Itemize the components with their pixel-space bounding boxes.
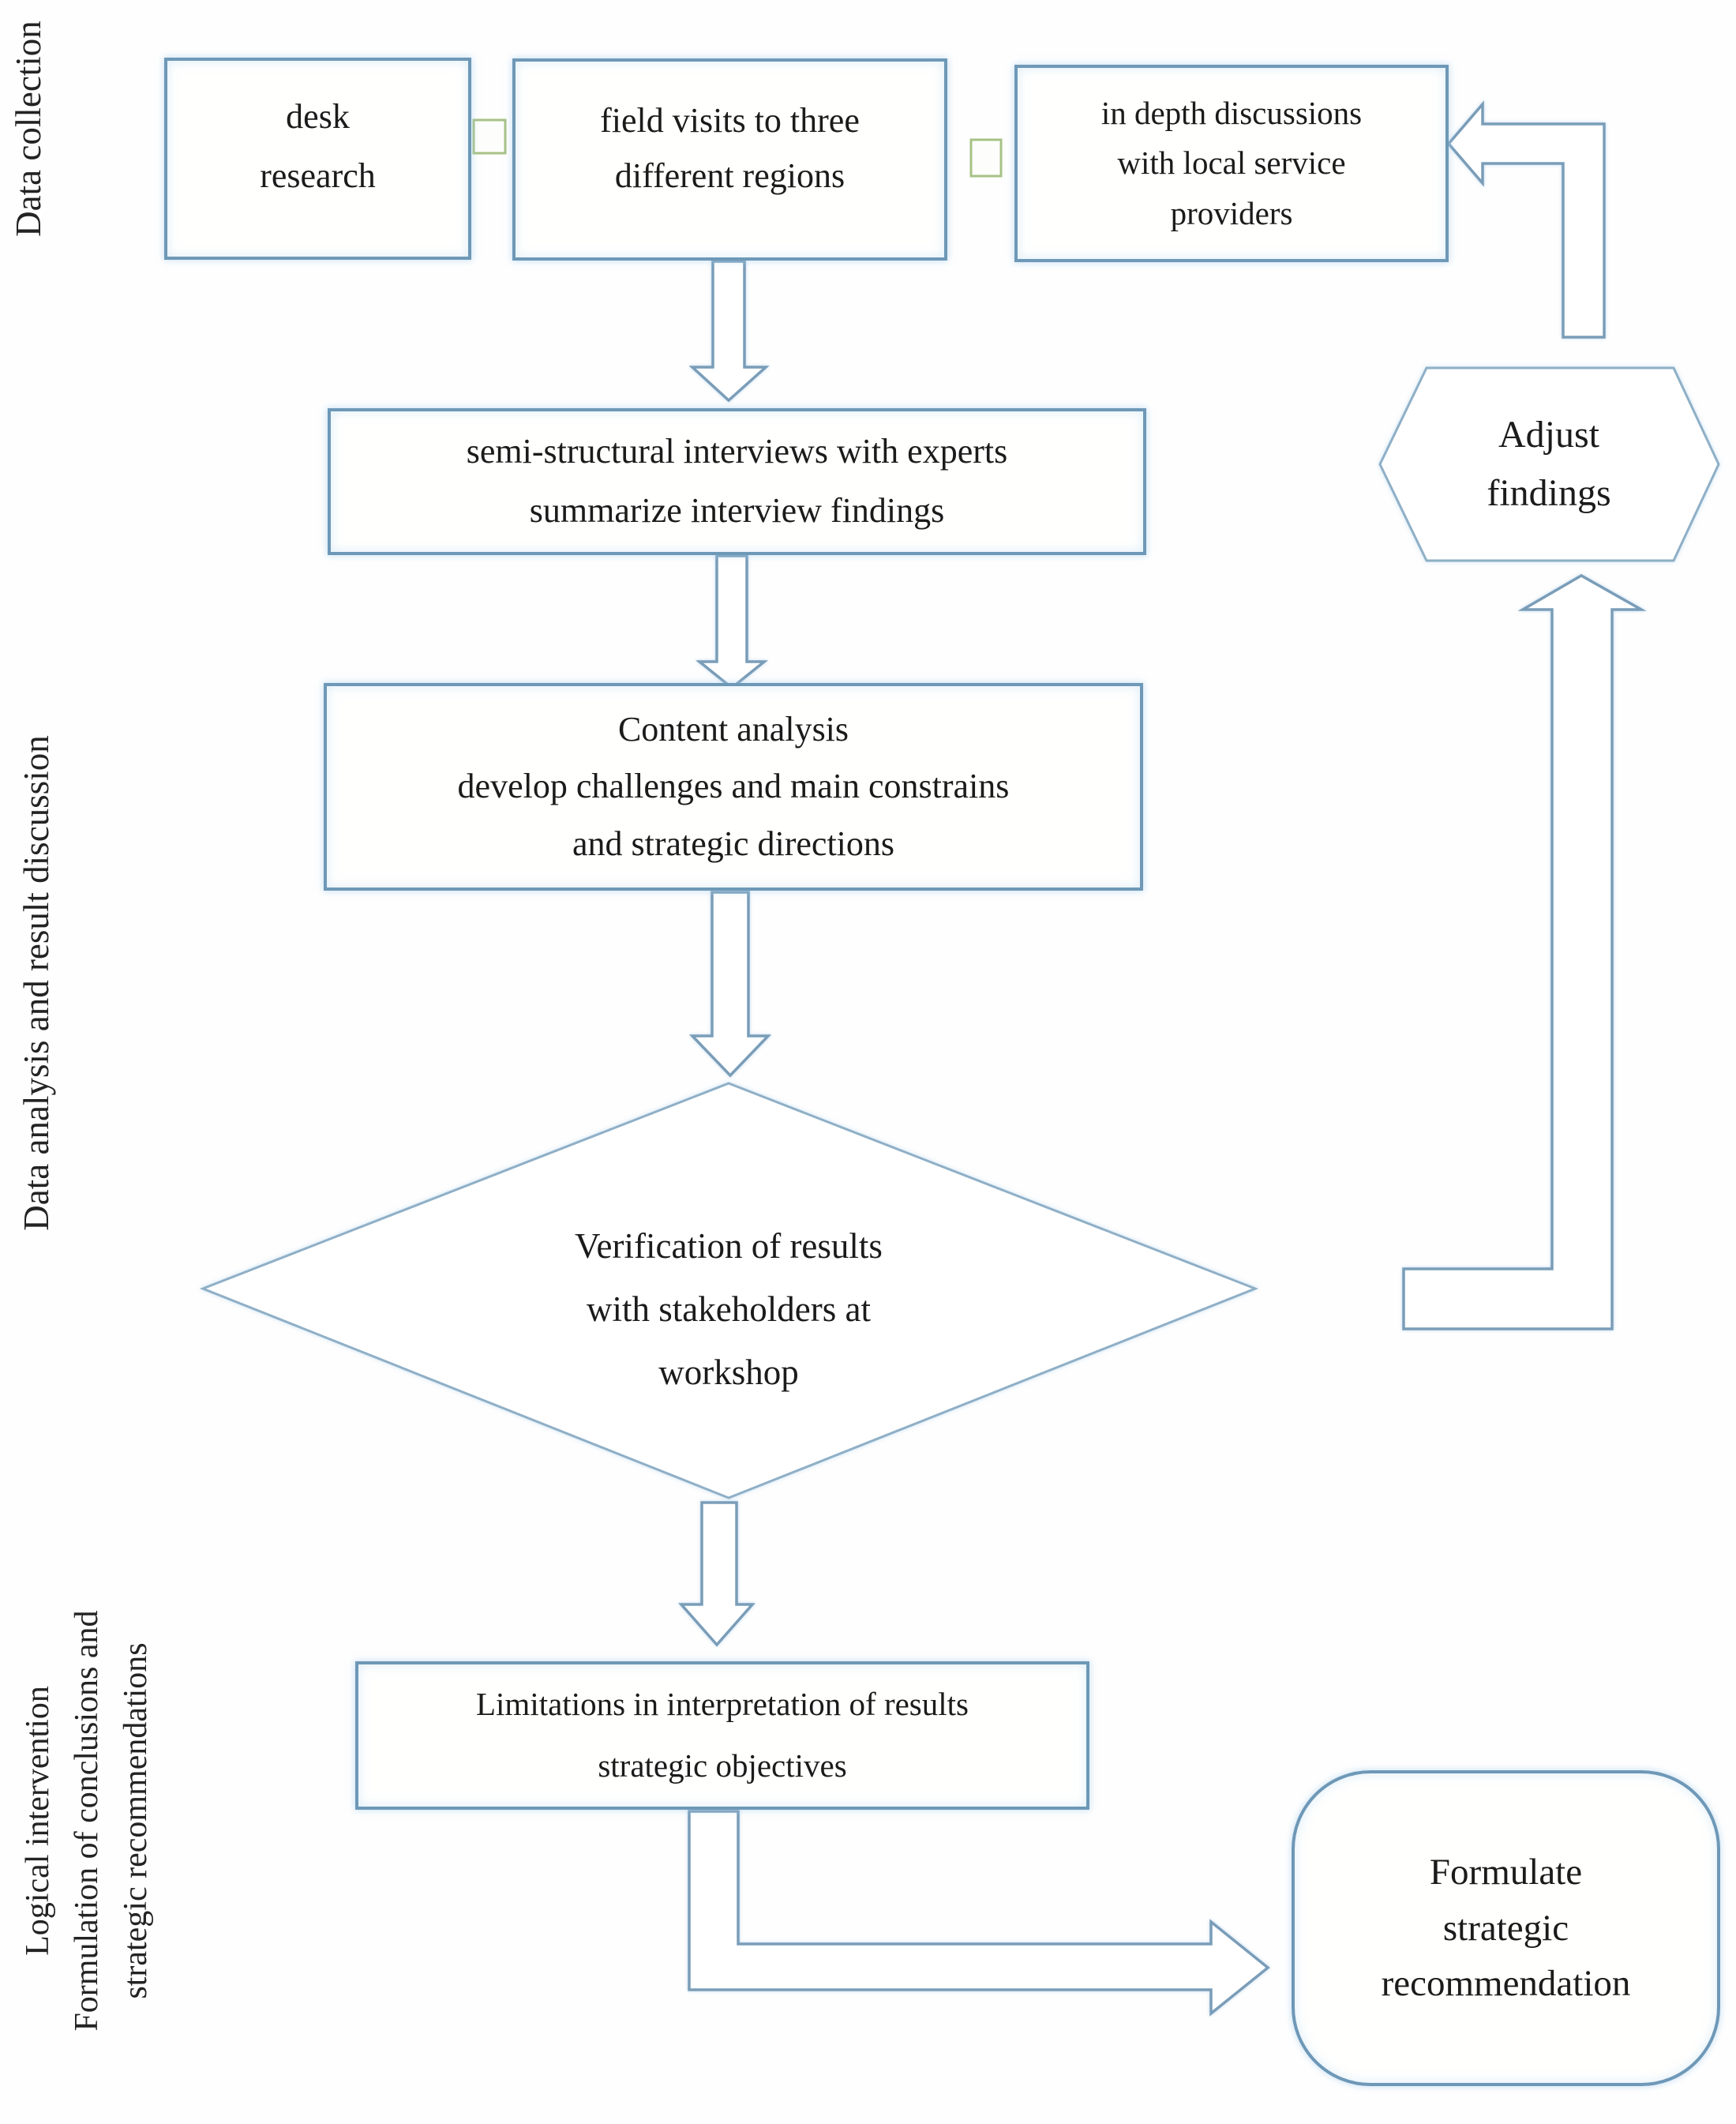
node-label-line: strategic objectives (598, 1747, 847, 1784)
node-label-line: field visits to three (600, 100, 860, 140)
arrow-content-to-verification (688, 891, 772, 1078)
node-label-line: research (260, 156, 376, 195)
node-label-line: findings (1487, 472, 1611, 514)
diamond-verification-shape (199, 1082, 1259, 1499)
node-label-line: desk (286, 97, 350, 137)
node-verification-label: Verification of results with stakeholder… (452, 1199, 1005, 1420)
phase-label-data-collection: Data collection (9, 21, 48, 237)
phase-label-conclusions: Logical intervention Formulation of conc… (13, 1610, 160, 2031)
node-label-line: providers (1170, 194, 1293, 231)
node-label-line: workshop (658, 1353, 799, 1392)
node-adjust-findings-label: Adjust findings (1391, 385, 1707, 543)
node-label-line: Verification of results (575, 1226, 883, 1266)
connector-square-field-indepth (969, 138, 1003, 178)
phase-label-line: Formulation of conclusions and (69, 1610, 105, 2032)
arrow-verification-to-adjust (1402, 573, 1647, 1330)
node-field-visits: field visits to three different regions (512, 58, 947, 261)
arrow-verification-to-limitations (678, 1501, 756, 1647)
node-label-line: Formulate (1429, 1852, 1583, 1893)
node-label-line: in depth discussions (1100, 94, 1363, 131)
phase-label-line: strategic recommendations (118, 1642, 154, 1999)
node-formulate-recommendation: Formulate strategic recommendation (1292, 1770, 1720, 2086)
node-label-line: develop challenges and main constrains (457, 767, 1010, 806)
node-desk-research: desk research (164, 58, 471, 260)
node-label-line: strategic (1442, 1907, 1569, 1949)
hexagon-adjust-findings-shape (1378, 366, 1720, 562)
node-label-line: semi-structural interviews with experts (466, 432, 1008, 471)
node-label-line: and strategic directions (572, 824, 895, 863)
node-indepth-discussions: in depth discussions with local service … (1014, 65, 1449, 262)
arrow-interviews-to-content (696, 554, 768, 690)
node-label-line: Content analysis (617, 709, 849, 749)
node-content-analysis: Content analysis develop challenges and … (324, 683, 1143, 891)
node-label-line: Limitations in interpretation of results (476, 1686, 969, 1723)
node-label-line: with stakeholders at (587, 1289, 871, 1329)
node-label-line: recommendation (1381, 1963, 1631, 2005)
phase-label-data-analysis: Data analysis and result discussion (17, 735, 56, 1231)
node-limitations: Limitations in interpretation of results… (355, 1661, 1089, 1810)
node-semi-structural-interviews: semi-structural interviews with experts … (328, 408, 1146, 555)
node-label-line: Adjust (1498, 413, 1599, 456)
arrow-limitations-to-formulate (688, 1810, 1270, 2017)
connector-square-desk-field (472, 118, 507, 155)
arrow-field-to-interviews (688, 260, 770, 403)
arrow-adjust-to-indepth (1446, 100, 1606, 339)
node-label-line: with local service (1117, 144, 1346, 182)
phase-label-line: Logical intervention (20, 1686, 56, 1956)
node-label-line: different regions (614, 156, 846, 195)
node-label-line: summarize interview findings (529, 491, 945, 530)
